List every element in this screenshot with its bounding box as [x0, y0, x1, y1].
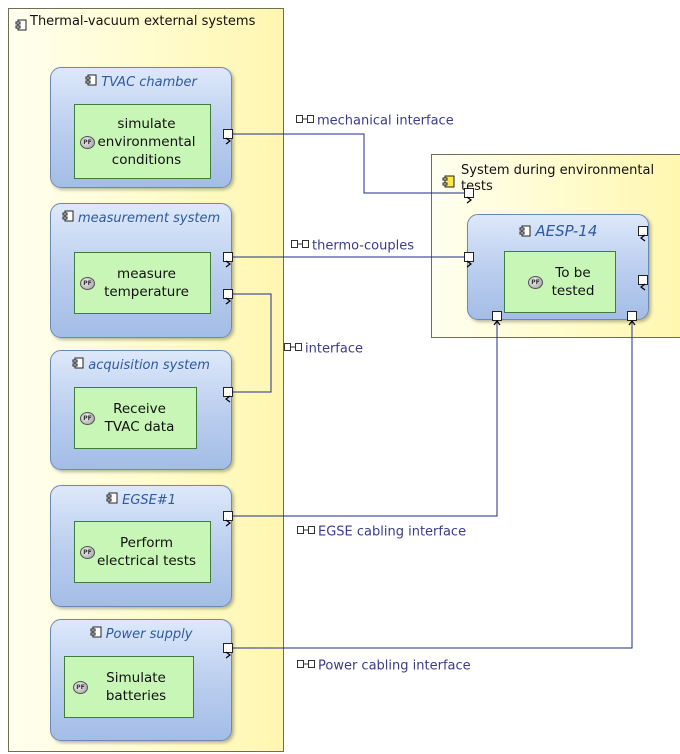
port-measurement-out-interface[interactable] [223, 289, 233, 305]
function-label-line: tested [551, 283, 595, 299]
exchange-label-interface[interactable]: interface [284, 341, 363, 358]
component-egse-1[interactable]: EGSE#1 PF Perform electrical tests [50, 485, 232, 607]
function-label: Perform electrical tests [97, 534, 196, 570]
link-mechanical-interface[interactable] [233, 133, 467, 194]
exchange-label-text: EGSE cabling interface [318, 524, 467, 540]
component-title: EGSE#1 [51, 492, 231, 509]
function-label-line: Perform [119, 535, 173, 551]
exchange-label-power[interactable]: Power cabling interface [297, 658, 471, 675]
component-title: Power supply [51, 626, 231, 643]
port-aesp-in-mechanical[interactable] [464, 188, 474, 204]
component-icon [90, 626, 102, 643]
component-tvac-chamber[interactable]: TVAC chamber PF simulate environmental c… [50, 67, 232, 188]
physical-function-icon: PF [80, 277, 95, 290]
component-icon [85, 74, 97, 91]
interface-icon [297, 524, 315, 540]
exchange-label-mechanical[interactable]: mechanical interface [296, 113, 454, 130]
physical-function-icon: PF [80, 136, 95, 149]
function-label-line: temperature [104, 284, 189, 300]
component-aesp-14[interactable]: AESP-14 PF To be tested [467, 214, 649, 320]
link-interface[interactable] [233, 293, 272, 393]
port-aesp-right-2[interactable] [638, 275, 648, 291]
component-title-text: acquisition system [88, 358, 210, 373]
function-perform-electrical-tests[interactable]: PF Perform electrical tests [74, 521, 211, 583]
interface-icon [296, 113, 314, 129]
container-title: Thermal-vacuum external systems [30, 14, 256, 29]
exchange-label-text: thermo-couples [312, 238, 414, 254]
function-label: measure temperature [104, 265, 189, 301]
port-aesp-in-thermo[interactable] [464, 252, 474, 268]
function-label-line: conditions [111, 151, 182, 168]
component-title: AESP-14 [468, 223, 648, 240]
function-label-line: electrical tests [96, 553, 197, 569]
interface-icon [297, 658, 315, 674]
function-label-line: TVAC data [104, 419, 175, 435]
port-acquisition-in[interactable] [223, 387, 233, 403]
interface-icon [284, 341, 302, 357]
function-label: Simulate batteries [106, 669, 166, 705]
function-label-line: Simulate [106, 670, 166, 686]
component-icon [442, 173, 455, 192]
function-label-line: Receive [113, 401, 166, 417]
function-measure-temperature[interactable]: PF measure temperature [74, 252, 211, 314]
component-icon [519, 224, 531, 240]
function-label: Receive TVAC data [105, 400, 175, 436]
component-title-text: measurement system [78, 211, 221, 226]
interface-icon [291, 238, 309, 254]
component-title-text: Power supply [105, 627, 193, 642]
function-simulate-environmental-conditions[interactable]: PF simulate environmental conditions [74, 104, 211, 179]
exchange-label-text: Power cabling interface [318, 658, 471, 674]
function-label: simulate environmental conditions [97, 115, 195, 169]
component-title-text: TVAC chamber [101, 75, 197, 90]
port-tvac-out[interactable] [223, 129, 233, 145]
container-title-line1: System during environmental [461, 163, 655, 178]
port-aesp-bottom-power[interactable] [627, 311, 637, 326]
component-icon [72, 357, 84, 374]
physical-function-icon: PF [528, 276, 543, 289]
component-title: acquisition system [51, 357, 231, 374]
exchange-label-thermo[interactable]: thermo-couples [291, 238, 414, 255]
physical-function-icon: PF [73, 681, 88, 694]
port-aesp-bottom-egse[interactable] [492, 311, 502, 326]
exchange-label-text: interface [305, 341, 363, 357]
function-label-line: To be [555, 265, 591, 281]
component-measurement-system[interactable]: measurement system PF measure temperatur… [50, 203, 232, 338]
port-egse-out[interactable] [223, 511, 233, 527]
physical-function-icon: PF [80, 546, 95, 559]
function-to-be-tested[interactable]: PF To be tested [504, 251, 616, 313]
component-icon [106, 492, 118, 509]
exchange-label-text: mechanical interface [317, 113, 454, 129]
component-icon [62, 210, 74, 227]
component-icon [15, 16, 27, 35]
link-power-cabling-interface[interactable] [233, 320, 633, 649]
function-receive-tvac-data[interactable]: PF Receive TVAC data [74, 387, 197, 449]
function-simulate-batteries[interactable]: PF Simulate batteries [64, 656, 194, 718]
port-aesp-right-1[interactable] [638, 226, 648, 242]
component-title: measurement system [51, 210, 231, 227]
physical-function-icon: PF [80, 412, 95, 425]
function-label-line: simulate [117, 115, 176, 132]
function-label-line: batteries [105, 688, 167, 704]
component-title-text: EGSE#1 [122, 493, 177, 508]
port-power-out[interactable] [223, 643, 233, 659]
component-power-supply[interactable]: Power supply PF Simulate batteries [50, 619, 232, 741]
link-egse-cabling-interface[interactable] [233, 320, 498, 517]
port-measurement-out-thermo[interactable] [223, 252, 233, 268]
component-title-text: AESP-14 [535, 222, 598, 240]
function-label-line: measure [117, 266, 176, 282]
function-label-line: environmental [97, 133, 196, 150]
component-acquisition-system[interactable]: acquisition system PF Receive TVAC data [50, 350, 232, 470]
component-title: TVAC chamber [51, 74, 231, 91]
function-label: To be tested [552, 264, 595, 300]
exchange-label-egse[interactable]: EGSE cabling interface [297, 524, 466, 541]
